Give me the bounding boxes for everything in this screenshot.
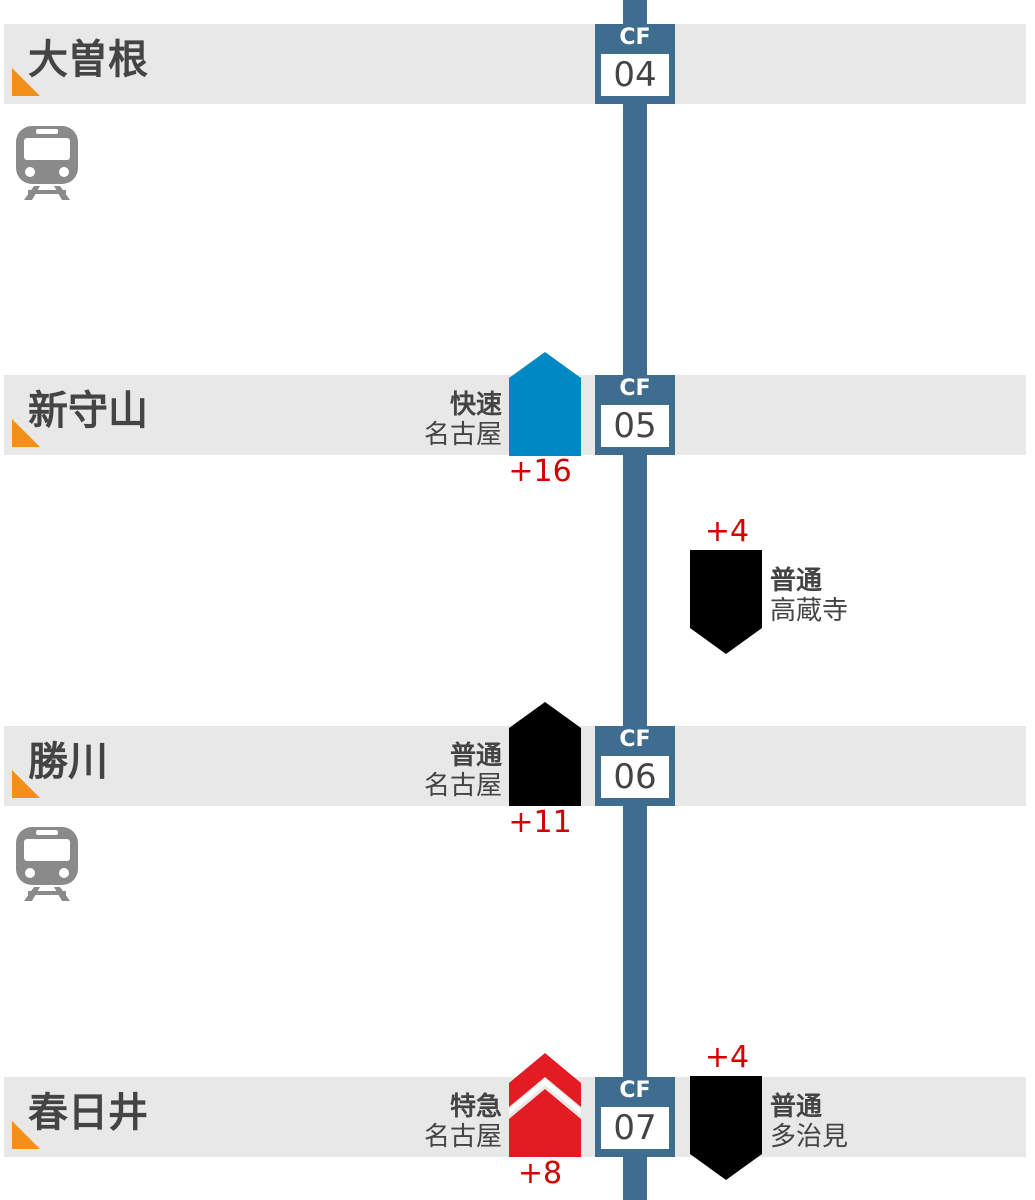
station-row-oozone[interactable]: 大曽根 bbox=[4, 24, 1026, 104]
train-destination: 普通 名古屋 bbox=[392, 741, 502, 801]
train-marker-local[interactable] bbox=[690, 550, 762, 654]
train-terminal: 名古屋 bbox=[423, 771, 502, 801]
corner-triangle-icon bbox=[12, 770, 40, 798]
line-code: CF bbox=[619, 727, 651, 752]
train-type: 快速 bbox=[449, 390, 502, 420]
corner-triangle-icon bbox=[12, 419, 40, 447]
train-marker-local[interactable] bbox=[509, 702, 581, 806]
train-destination: 普通 高蔵寺 bbox=[770, 566, 880, 626]
delay-label: +11 bbox=[508, 805, 572, 840]
station-number-badge: CF 06 bbox=[595, 726, 675, 806]
train-destination: 特急 名古屋 bbox=[392, 1092, 502, 1152]
delay-label: +4 bbox=[704, 1040, 750, 1075]
line-code: CF bbox=[619, 376, 651, 401]
station-number: 07 bbox=[601, 1107, 669, 1149]
station-name: 勝川 bbox=[28, 739, 108, 785]
station-number-badge: CF 04 bbox=[595, 24, 675, 104]
delay-label: +16 bbox=[508, 454, 572, 489]
line-code: CF bbox=[619, 25, 651, 50]
station-number: 06 bbox=[601, 756, 669, 798]
train-terminal: 名古屋 bbox=[423, 420, 502, 450]
train-type: 普通 bbox=[770, 566, 823, 596]
station-number-badge: CF 07 bbox=[595, 1077, 675, 1157]
station-number-badge: CF 05 bbox=[595, 375, 675, 455]
train-type: 普通 bbox=[449, 741, 502, 771]
train-terminal: 高蔵寺 bbox=[770, 596, 849, 626]
corner-triangle-icon bbox=[12, 68, 40, 96]
train-type: 特急 bbox=[449, 1092, 502, 1122]
train-terminal: 多治見 bbox=[770, 1122, 849, 1152]
delay-label: +4 bbox=[704, 514, 750, 549]
station-name: 大曽根 bbox=[28, 37, 148, 83]
line-code: CF bbox=[619, 1078, 651, 1103]
train-icon[interactable] bbox=[14, 827, 80, 901]
corner-triangle-icon bbox=[12, 1121, 40, 1149]
station-number: 05 bbox=[601, 405, 669, 447]
delay-label: +8 bbox=[517, 1156, 563, 1191]
train-terminal: 名古屋 bbox=[423, 1122, 502, 1152]
train-marker-rapid[interactable] bbox=[509, 352, 581, 456]
train-marker-local[interactable] bbox=[690, 1076, 762, 1180]
train-destination: 普通 多治見 bbox=[770, 1092, 880, 1152]
station-name: 春日井 bbox=[28, 1090, 148, 1136]
station-name: 新守山 bbox=[28, 388, 148, 434]
train-type: 普通 bbox=[770, 1092, 823, 1122]
train-marker-limited-express[interactable] bbox=[509, 1053, 581, 1157]
train-icon[interactable] bbox=[14, 126, 80, 200]
station-number: 04 bbox=[601, 54, 669, 96]
line-track bbox=[623, 0, 647, 1200]
train-destination: 快速 名古屋 bbox=[392, 390, 502, 450]
